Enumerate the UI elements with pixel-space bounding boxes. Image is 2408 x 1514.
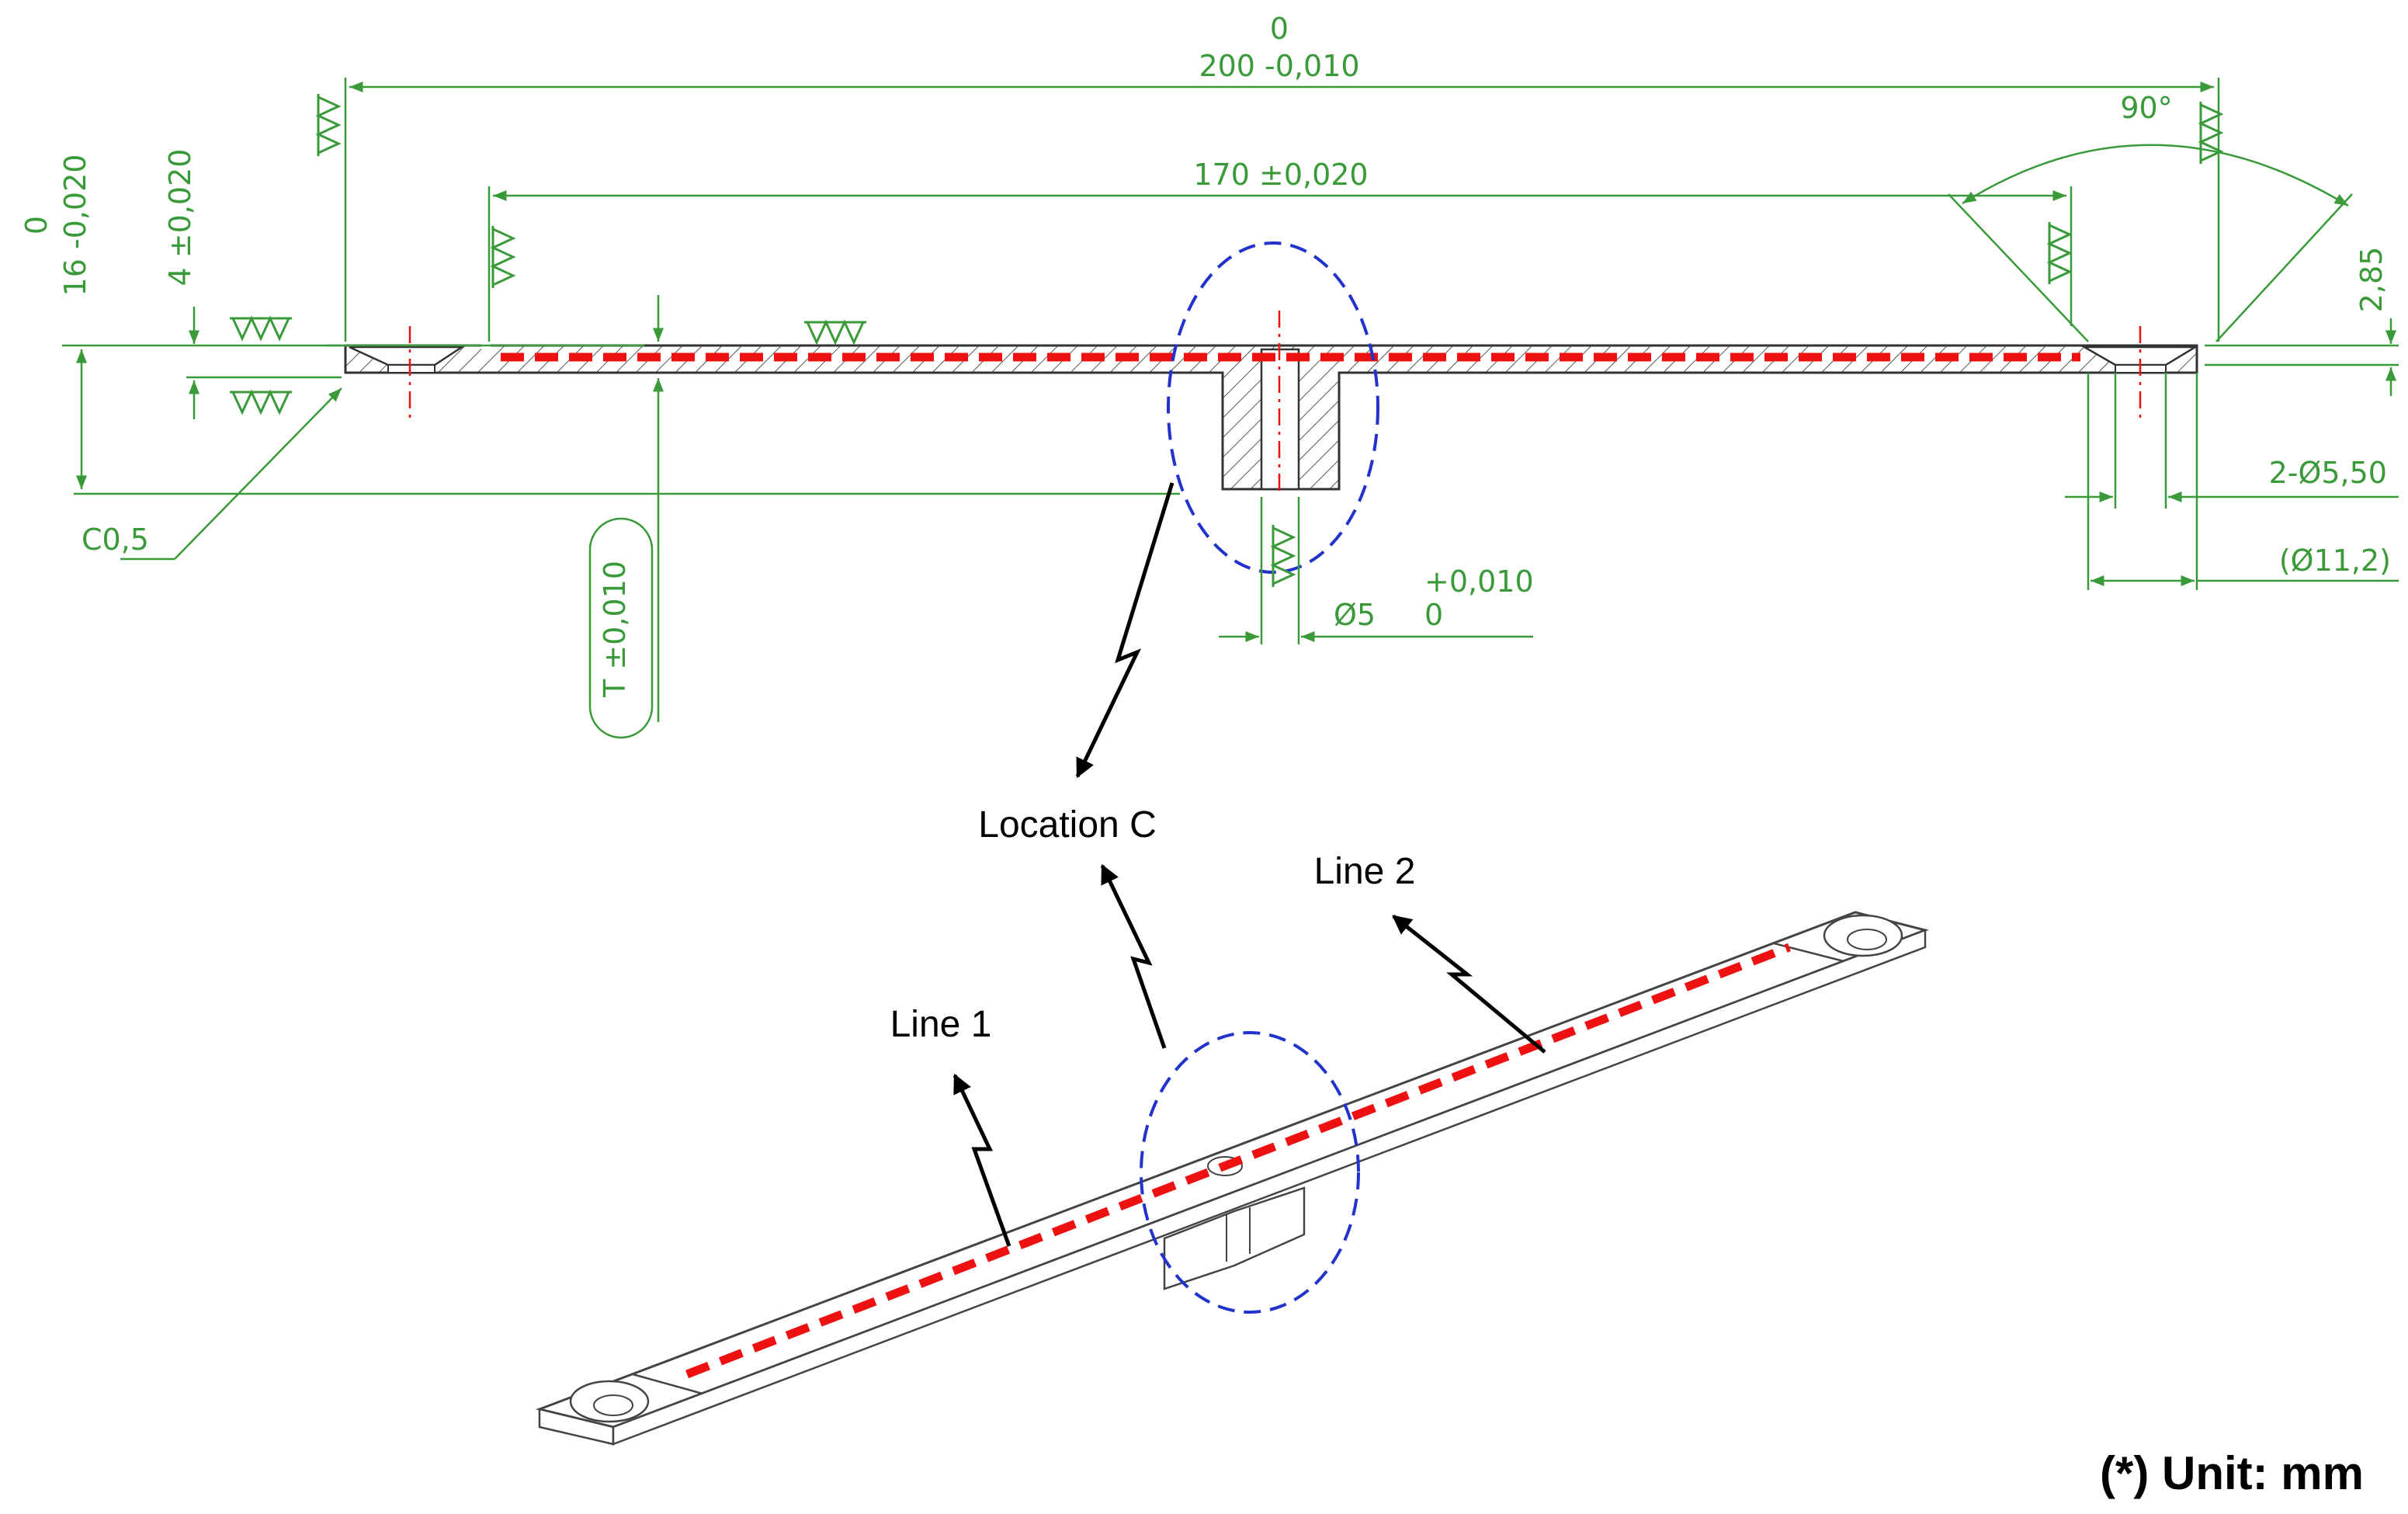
angle-label: 90° <box>2120 91 2172 125</box>
section-drawing: 0 200 -0,010 170 ±0,020 90° 0 16 -0,020 … <box>19 12 2399 739</box>
dimension-lines <box>62 78 2399 739</box>
overall-length-label: 200 -0,010 <box>1199 49 1359 83</box>
iso-line-marker <box>685 943 1791 1379</box>
pin-diameter-label: Ø5 <box>1334 598 1376 632</box>
unit-note: (*) Unit: mm <box>2100 1447 2364 1499</box>
chamfer-label: C0,5 <box>82 523 149 557</box>
hole-diameter-label: 2-Ø5,50 <box>2269 456 2387 490</box>
thickness-label: T ±0,010 <box>598 561 632 698</box>
overall-length-upper: 0 <box>1270 12 1289 46</box>
dimension-labels: 0 200 -0,010 170 ±0,020 90° 0 16 -0,020 … <box>19 12 2391 698</box>
part-section <box>344 311 2199 497</box>
line-1-label: Line 1 <box>890 1004 992 1045</box>
line-2-label: Line 2 <box>1314 851 1416 892</box>
hole-depth-label: 2,85 <box>2354 247 2389 313</box>
arrowhead-icon <box>1075 482 1175 779</box>
location-c-label: Location C <box>978 804 1156 846</box>
height-label: 16 -0,020 <box>58 155 92 297</box>
section-isometric <box>535 911 1929 1446</box>
location-c-circle-iso <box>1140 1031 1360 1314</box>
pin-tol-upper: +0,010 <box>1424 564 1534 599</box>
counterbore-diameter-label: (Ø11,2) <box>2279 543 2391 578</box>
pin-tol-lower: 0 <box>1424 598 1443 632</box>
height-upper: 0 <box>19 216 54 234</box>
callout-arrows <box>952 482 1546 1247</box>
inner-length-label: 170 ±0,020 <box>1193 158 1368 192</box>
offset-label: 4 ±0,020 <box>163 149 197 286</box>
